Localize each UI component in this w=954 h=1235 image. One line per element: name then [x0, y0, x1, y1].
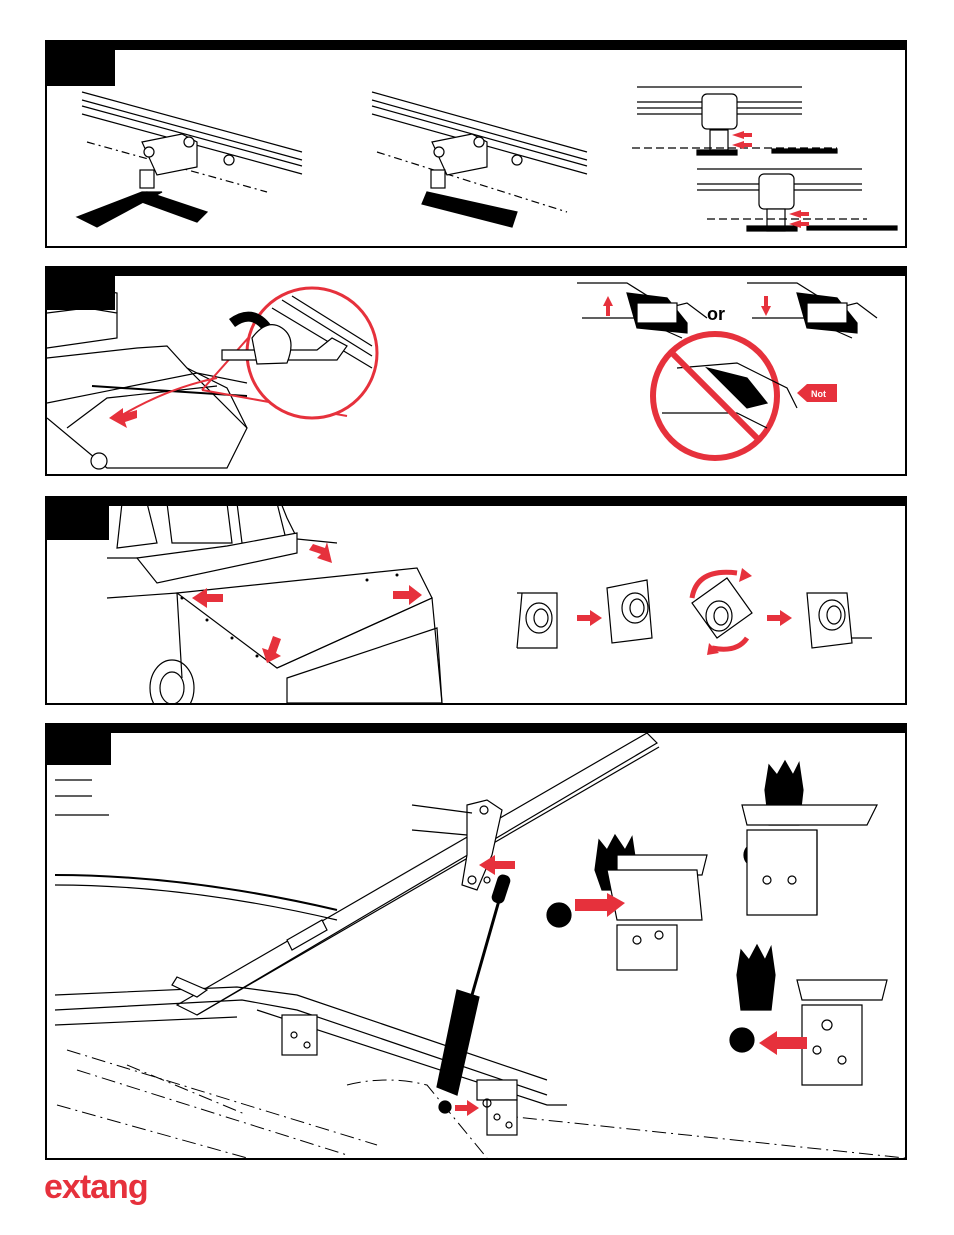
rail-clamp-middle	[372, 92, 587, 227]
step-panel-1	[45, 40, 907, 248]
extang-logo: extang	[44, 1168, 148, 1207]
red-arrow-detail-3	[759, 1031, 807, 1055]
rail-option-a	[577, 283, 707, 338]
detail-strut-3	[730, 945, 887, 1085]
red-arrow-down	[761, 296, 771, 316]
detail-strut-1	[547, 835, 707, 970]
red-arrow-clip-2	[767, 610, 792, 626]
step-panel-3	[45, 496, 907, 705]
red-arrow-base	[455, 1100, 479, 1116]
bed-floor-dashes	[57, 1050, 905, 1158]
gas-strut	[437, 874, 511, 1113]
rail-clamp-left	[77, 92, 302, 227]
clip-step-1	[517, 593, 557, 648]
step-panel-4	[45, 723, 907, 1160]
panel-4-illustration	[47, 725, 905, 1158]
panel-3-illustration	[47, 498, 905, 703]
legend-lines	[55, 780, 109, 815]
red-arrow-up	[603, 296, 613, 316]
clip-step-4	[807, 593, 872, 648]
truck-cab-bed	[107, 498, 442, 703]
step-panel-2: Not or	[45, 266, 907, 476]
red-arrow-clip-1	[577, 610, 602, 626]
panel-2-illustration: Not	[47, 268, 905, 474]
or-label: or	[707, 304, 725, 325]
panel-1-illustration	[47, 42, 905, 246]
detail-strut-2	[742, 761, 877, 915]
strut-base-bracket	[477, 1080, 517, 1135]
clip-step-2	[607, 580, 652, 643]
not-arrow-badge: Not	[797, 384, 837, 402]
not-label: Not	[811, 389, 826, 399]
red-arrow-sweep	[109, 408, 137, 428]
clip-step-3	[692, 578, 752, 638]
